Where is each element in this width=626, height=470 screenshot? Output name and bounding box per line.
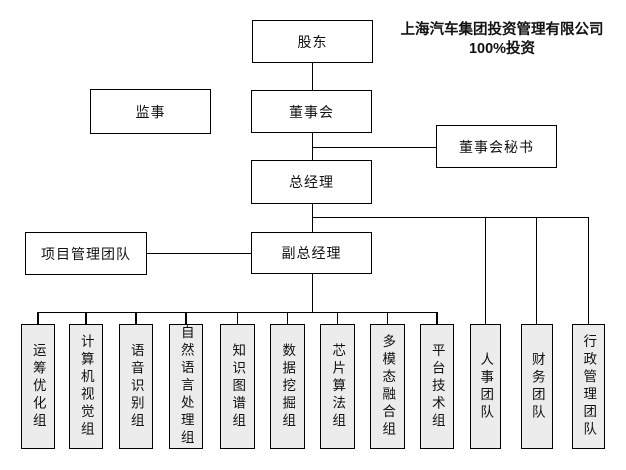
tech-group-label: 语音识别组 [128,342,144,431]
tech-group-label: 运筹优化组 [30,342,46,431]
connector-dgm-bus [312,274,314,313]
org-node-tech-group-speech-recognition: 语音识别组 [119,324,153,449]
org-node-general-manager: 总经理 [251,160,372,204]
connector-drop-group-2 [85,311,87,325]
connector-shareholder-board [312,63,314,90]
tech-group-label: 平台技术组 [429,342,445,431]
tech-group-label: 多模态融合组 [380,334,396,439]
connector-drop-group-8 [386,311,389,325]
connector-drop-group-5 [236,311,239,325]
support-team-label: 行政管理团队 [581,334,597,439]
connector-support-finance [536,217,538,324]
investor-annotation: 上海汽车集团投资管理有限公司 100%投资 [388,21,616,59]
org-node-deputy-general-manager: 副总经理 [251,232,372,274]
connector-pmt-dgm [147,253,251,255]
org-node-tech-group-platform-technology: 平台技术组 [420,324,454,449]
connector-support-hr [485,217,487,324]
org-node-team-admin-management: 行政管理团队 [572,324,605,449]
org-node-board: 董事会 [251,90,372,133]
connector-support-admin [587,217,589,324]
org-node-tech-group-data-mining: 数据挖掘组 [270,324,305,449]
org-node-supervisor: 监事 [90,89,211,134]
connector-drop-group-9 [436,311,438,325]
connector-board-secretary [312,147,437,149]
investor-share-percent: 100%投资 [468,41,536,57]
connector-drop-group-7 [336,311,339,325]
org-node-tech-group-operations-optimization: 运筹优化组 [21,324,55,449]
org-node-tech-group-nlp: 自然语言处理组 [169,324,203,449]
org-node-project-management-team: 项目管理团队 [25,232,147,275]
tech-group-label: 计算机视觉组 [78,334,94,439]
org-node-team-hr: 人事团队 [470,324,501,449]
support-team-label: 财务团队 [529,351,545,422]
org-node-tech-group-knowledge-graph: 知识图谱组 [220,324,255,449]
org-node-team-finance: 财务团队 [521,324,553,449]
support-team-label: 人事团队 [478,351,494,422]
org-node-tech-group-multimodal-fusion: 多模态融合组 [370,324,405,449]
org-node-tech-group-computer-vision: 计算机视觉组 [69,324,103,449]
connector-gm-support-branch [312,217,589,219]
connector-drop-group-1 [37,311,39,325]
tech-group-label: 数据挖掘组 [280,342,296,431]
connector-board-gm [312,133,314,160]
org-node-tech-group-chip-algorithm: 芯片算法组 [320,324,355,449]
connector-drop-group-3 [135,311,137,325]
investor-company-name: 上海汽车集团投资管理有限公司 [400,22,604,38]
tech-group-label: 自然语言处理组 [178,325,194,448]
org-node-board-secretary: 董事会秘书 [436,125,557,168]
org-node-shareholder: 股东 [252,20,373,63]
tech-group-label: 知识图谱组 [230,342,246,431]
connector-drop-group-6 [286,311,289,325]
connector-drop-group-4 [185,311,187,325]
tech-group-label: 芯片算法组 [330,342,346,431]
